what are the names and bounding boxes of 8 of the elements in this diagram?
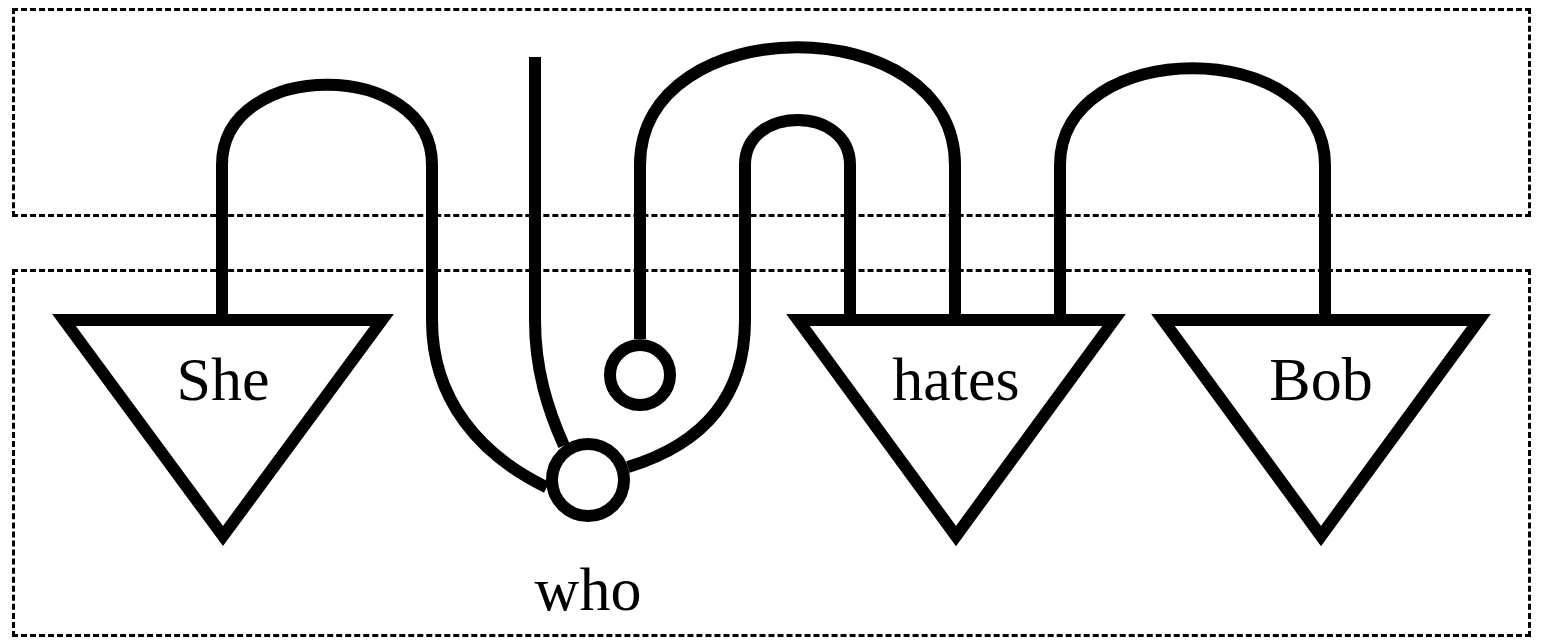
wire	[529, 57, 570, 448]
word-label: Bob	[1269, 348, 1373, 410]
word-label: who	[534, 558, 642, 620]
wire	[216, 78, 550, 493]
wire	[634, 41, 961, 339]
word-label: hates	[892, 348, 1020, 410]
wire	[626, 114, 856, 473]
word-label: She	[176, 348, 270, 410]
